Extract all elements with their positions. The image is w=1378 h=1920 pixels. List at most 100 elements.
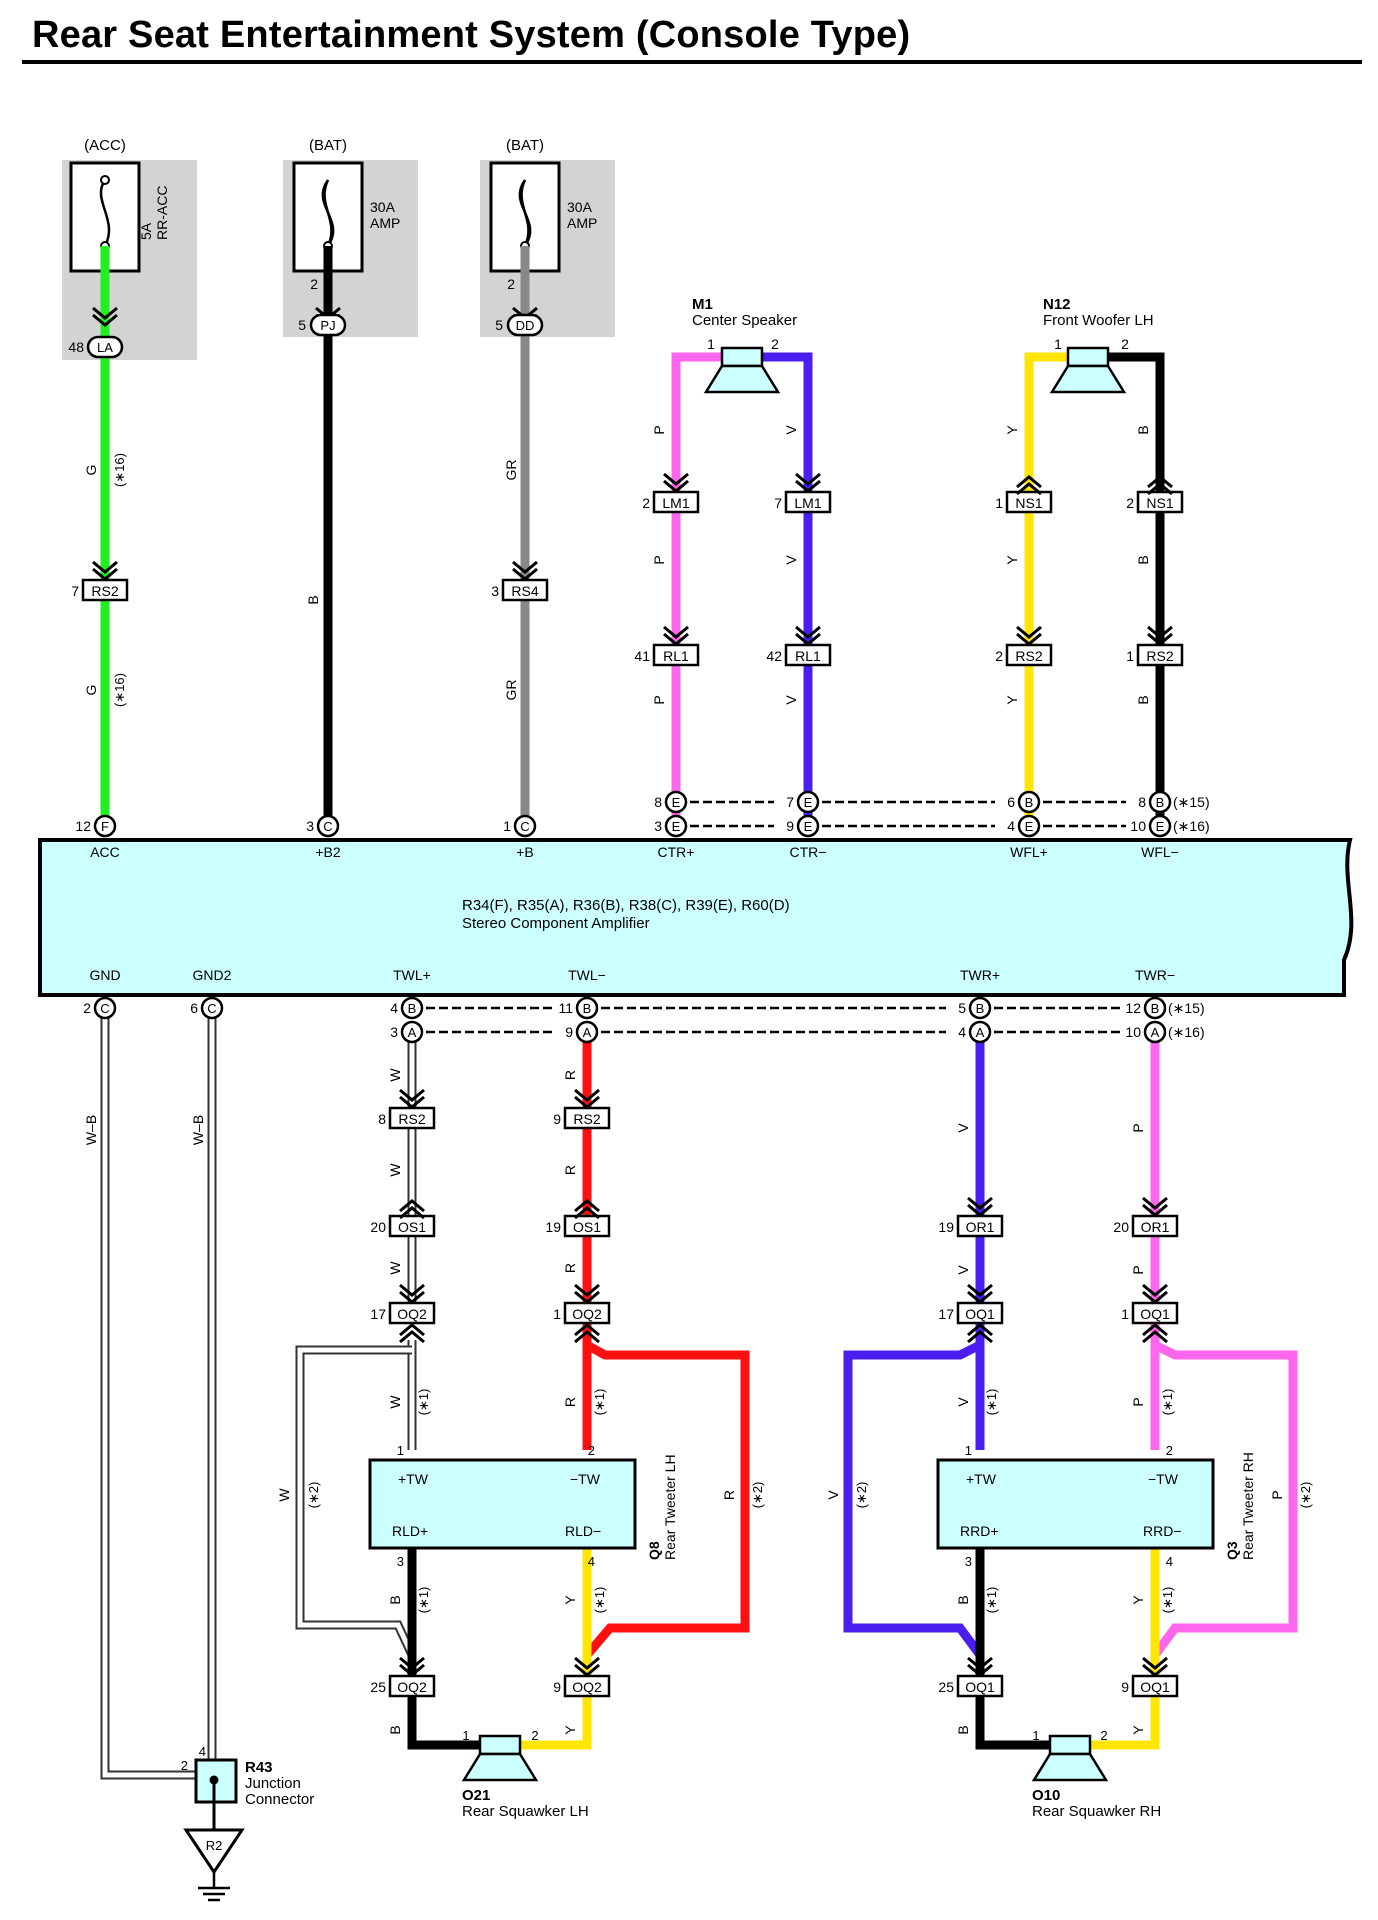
wire-code-r: R [562, 1263, 578, 1273]
amp-terminal-label: CTR− [790, 844, 827, 860]
wire-yellow-squawker-rh [1090, 1690, 1160, 1750]
wire-code-p: P [651, 555, 667, 564]
connector-pin: 19 [545, 1219, 561, 1235]
connector-pin: 9 [553, 1111, 561, 1127]
wire-yellow-squawker-lh [520, 1690, 592, 1750]
wire-code-v: V [955, 1265, 971, 1275]
connector-pin: 3 [491, 583, 499, 599]
wire-note-1: (∗1) [984, 1587, 999, 1614]
connector-id: OQ2 [397, 1679, 427, 1695]
speaker-m1-name: Center Speaker [692, 312, 797, 329]
amp-bottom-pin-no: 2 [83, 1000, 91, 1016]
amp-top-pin15 [1017, 790, 1041, 814]
speaker-n12-pin: 2 [1121, 336, 1129, 352]
wire-code-r: R [721, 1490, 737, 1500]
connector-pin: 17 [938, 1306, 954, 1322]
fuse-out-pin: 2 [310, 276, 318, 292]
tweeter-id: Q3 [1224, 1541, 1240, 1560]
speaker-o21-name: Rear Squawker LH [462, 1803, 589, 1820]
amp-bottom-pin16-letter: A [976, 1025, 985, 1040]
amp-bottom-pin-letter: C [207, 1001, 216, 1016]
connector-box [1136, 490, 1184, 514]
title-rule [22, 60, 1362, 64]
speaker-m1-pin: 1 [707, 336, 715, 352]
wire-black-wfl-minus [1097, 352, 1165, 826]
wire-code-y: Y [1130, 1595, 1146, 1605]
connector-arrow-down-a [795, 472, 821, 486]
connector-id: OQ1 [965, 1679, 995, 1695]
connector-pin: 20 [370, 1219, 386, 1235]
connector-arrow-up-a [967, 1330, 993, 1344]
wire-code-w: W [387, 1261, 403, 1275]
wire-code-wb: W–B [190, 1115, 206, 1145]
wire-note-1: (∗1) [1160, 1389, 1175, 1416]
speaker-n12-id: N12 [1043, 296, 1071, 313]
amp-bottom-pin15 [1143, 996, 1167, 1020]
connector-arrow-down-a [1147, 625, 1173, 639]
wire-code-v: V [955, 1397, 971, 1407]
connector-id: OS1 [398, 1219, 426, 1235]
amp-top-pin-no: 3 [306, 818, 314, 834]
connector-arrow-down-a [574, 1088, 600, 1102]
terminal-pj [309, 313, 347, 337]
power-source-label: (BAT) [506, 137, 544, 154]
connector-arrow-down-b [967, 1203, 993, 1217]
amp-bottom-pin15-no: 4 [390, 1000, 398, 1016]
connector-pin: 7 [71, 583, 79, 599]
tweeter-pin: 3 [965, 1554, 972, 1569]
amp-top-pin [513, 814, 537, 838]
wire-code-r: R [562, 1070, 578, 1080]
connector-pin: 8 [378, 1111, 386, 1127]
wire-code-g: G [83, 465, 99, 476]
amp-top-pin16 [664, 814, 688, 838]
wire-note-1: (∗1) [592, 1587, 607, 1614]
fuse-name: AMP [567, 215, 597, 231]
connector-id: LM1 [794, 495, 821, 511]
ground-id: R2 [206, 1838, 223, 1853]
tweeter-terminal: +TW [966, 1471, 997, 1487]
connector-arrow-down-b [1142, 1290, 1168, 1304]
junction-pin: 4 [199, 1744, 206, 1759]
wire-code-b: B [1135, 695, 1151, 704]
fuse-feed-arrow-b [92, 313, 118, 327]
wire-note-2: (∗2) [306, 1482, 321, 1509]
tweeter-terminal: +TW [398, 1471, 429, 1487]
wire-code-p: P [1130, 1265, 1146, 1274]
amp-top-pin15-no: 6 [1007, 794, 1015, 810]
amp-terminal-label: GND2 [193, 967, 232, 983]
wire-code-p: P [651, 695, 667, 704]
connector-pin: 1 [1126, 648, 1134, 664]
connector-pin: 25 [370, 1679, 386, 1695]
wire-code-p: P [1130, 1123, 1146, 1132]
connector-arrow-down-a [1142, 1196, 1168, 1210]
tweeter-name: Rear Tweeter LH [662, 1454, 678, 1560]
wire-code-b: B [955, 1595, 971, 1604]
wire-pink-bypass [1151, 1340, 1298, 1658]
speaker-o10-name: Rear Squawker RH [1032, 1803, 1161, 1820]
connector-pin: 42 [766, 648, 782, 664]
amp-top-pin-letter: C [323, 819, 332, 834]
power-source-label: (ACC) [84, 137, 126, 154]
connector-arrow-up-b [574, 1199, 600, 1213]
connector-id: OQ1 [1140, 1679, 1170, 1695]
amp-terminal-label: TWL− [568, 967, 606, 983]
speaker-m1-id: M1 [692, 296, 713, 313]
amp-top-pin16-no: 9 [786, 818, 794, 834]
connector-arrow-down-b [574, 1290, 600, 1304]
terminal-pj-label: PJ [320, 318, 335, 333]
terminal-pj-pin: 5 [298, 317, 306, 333]
amp-top-pin16-letter: E [1156, 819, 1165, 834]
tweeter-pin: 4 [588, 1554, 595, 1569]
tweeter-pin: 4 [1166, 1554, 1173, 1569]
connector-arrow-up-a [1016, 482, 1042, 496]
wire-note-1: (∗1) [1160, 1587, 1175, 1614]
tweeter-box [936, 1458, 1215, 1550]
fuse-node [100, 175, 110, 185]
amp-top-pin [316, 814, 340, 838]
amp-bottom-pin15-no: 11 [558, 1000, 573, 1016]
amp-bottom-pin15-no: 5 [958, 1000, 966, 1016]
power-source-label: (BAT) [309, 137, 347, 154]
speaker-n12-name: Front Woofer LH [1043, 312, 1154, 329]
amp-note-15: (∗15) [1173, 794, 1210, 810]
amp-terminal-label: WFL+ [1010, 844, 1048, 860]
